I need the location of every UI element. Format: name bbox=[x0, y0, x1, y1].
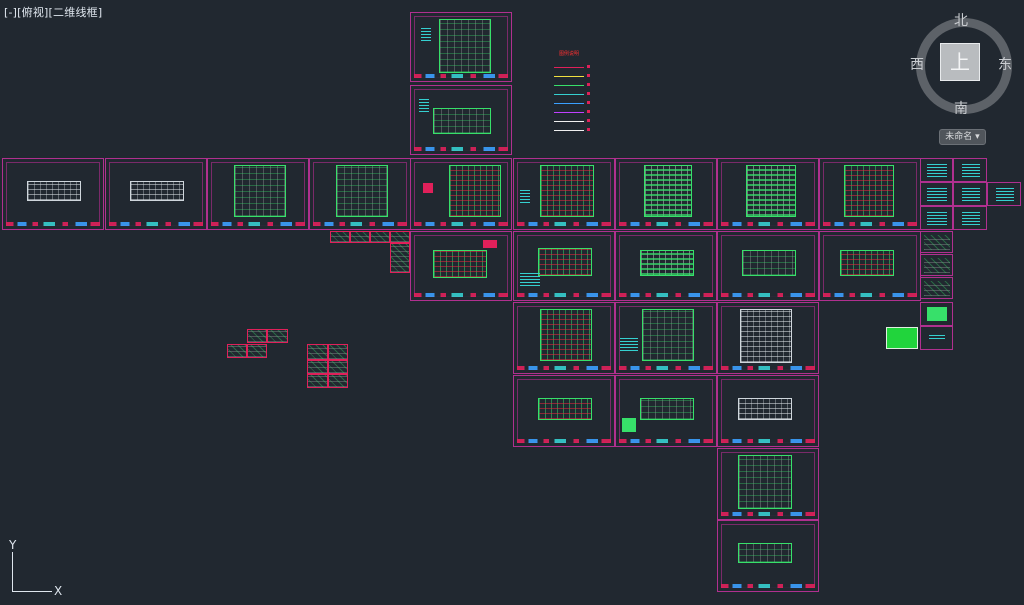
drawing-sheet[interactable] bbox=[717, 231, 819, 301]
drawing-sheet[interactable] bbox=[920, 158, 953, 182]
drawing-sheet[interactable] bbox=[920, 206, 953, 230]
drawing-sheet[interactable] bbox=[920, 277, 953, 299]
detail-block[interactable] bbox=[390, 243, 410, 273]
drawing-sheet[interactable] bbox=[410, 12, 512, 82]
compass-ring[interactable] bbox=[916, 18, 1012, 114]
drawing-sheet[interactable] bbox=[410, 85, 512, 155]
compass-north[interactable]: 北 bbox=[954, 13, 968, 29]
drawing-sheet[interactable] bbox=[920, 254, 953, 276]
detail-block[interactable] bbox=[328, 344, 348, 360]
drawing-sheet[interactable] bbox=[953, 158, 987, 182]
drawing-sheet[interactable] bbox=[615, 302, 717, 374]
drawing-sheet[interactable] bbox=[920, 182, 953, 206]
visual-style-menu[interactable]: [二维线框] bbox=[48, 6, 103, 19]
drawing-sheet[interactable] bbox=[717, 520, 819, 592]
detail-block[interactable] bbox=[307, 360, 328, 374]
viewcube[interactable]: 上 北 南 西 东 bbox=[908, 10, 1018, 120]
drawing-sheet[interactable] bbox=[513, 231, 615, 301]
ucs-y-label: Y bbox=[9, 538, 17, 552]
viewcube-top-face[interactable]: 上 bbox=[940, 43, 980, 81]
drawing-sheet[interactable] bbox=[717, 158, 819, 230]
drawing-sheet[interactable] bbox=[920, 302, 953, 326]
detail-block[interactable] bbox=[247, 344, 267, 358]
compass-east[interactable]: 东 bbox=[998, 57, 1012, 73]
detail-block[interactable] bbox=[350, 231, 370, 243]
wcs-menu[interactable]: 未命名 ▾ bbox=[939, 129, 986, 145]
detail-block[interactable] bbox=[390, 231, 410, 243]
detail-block[interactable] bbox=[328, 374, 348, 388]
drawing-sheet[interactable] bbox=[513, 375, 615, 447]
drawing-sheet[interactable] bbox=[410, 158, 512, 230]
drawing-sheet[interactable] bbox=[717, 375, 819, 447]
detail-block[interactable] bbox=[247, 329, 267, 343]
detail-block[interactable] bbox=[330, 231, 350, 243]
detail-block[interactable] bbox=[370, 231, 390, 243]
legend-title: 图例说明 bbox=[558, 51, 579, 57]
viewport-controls: [-][俯视][二维线框] bbox=[4, 4, 102, 20]
drawing-sheet[interactable] bbox=[920, 326, 953, 350]
drawing-sheet[interactable] bbox=[513, 302, 615, 374]
ucs-x-axis bbox=[12, 591, 52, 592]
drawing-sheet[interactable] bbox=[309, 158, 411, 230]
drawing-sheet[interactable] bbox=[513, 158, 615, 230]
drawing-sheet[interactable] bbox=[207, 158, 309, 230]
detail-block[interactable] bbox=[267, 329, 288, 343]
drawing-sheet[interactable] bbox=[819, 231, 921, 301]
detail-block[interactable] bbox=[307, 374, 328, 388]
compass-west[interactable]: 西 bbox=[910, 57, 924, 73]
drawing-sheet[interactable] bbox=[920, 231, 953, 253]
drawing-sheet[interactable] bbox=[717, 448, 819, 520]
drawing-sheet[interactable] bbox=[819, 158, 921, 230]
ucs-y-axis bbox=[12, 552, 13, 592]
line-legend: 图例说明 bbox=[548, 50, 590, 131]
drawing-sheet[interactable] bbox=[2, 158, 104, 230]
ucs-icon: Y X bbox=[8, 538, 78, 600]
drawing-sheet[interactable] bbox=[987, 182, 1021, 206]
drawing-sheet[interactable] bbox=[953, 206, 987, 230]
drawing-sheet[interactable] bbox=[615, 231, 717, 301]
viewport-minimize-button[interactable]: [-] bbox=[4, 6, 18, 19]
view-direction-menu[interactable]: [俯视] bbox=[17, 6, 49, 19]
compass-south[interactable]: 南 bbox=[954, 101, 968, 117]
drawing-sheet[interactable] bbox=[105, 158, 207, 230]
ucs-x-label: X bbox=[54, 584, 63, 598]
drawing-sheet[interactable] bbox=[717, 302, 819, 374]
drawing-sheet[interactable] bbox=[953, 182, 987, 206]
drawing-sheet[interactable] bbox=[410, 231, 512, 301]
detail-block[interactable] bbox=[328, 360, 348, 374]
hatch-block[interactable] bbox=[886, 327, 918, 349]
detail-block[interactable] bbox=[227, 344, 247, 358]
drawing-sheet[interactable] bbox=[615, 375, 717, 447]
drawing-sheet[interactable] bbox=[615, 158, 717, 230]
detail-block[interactable] bbox=[307, 344, 328, 360]
